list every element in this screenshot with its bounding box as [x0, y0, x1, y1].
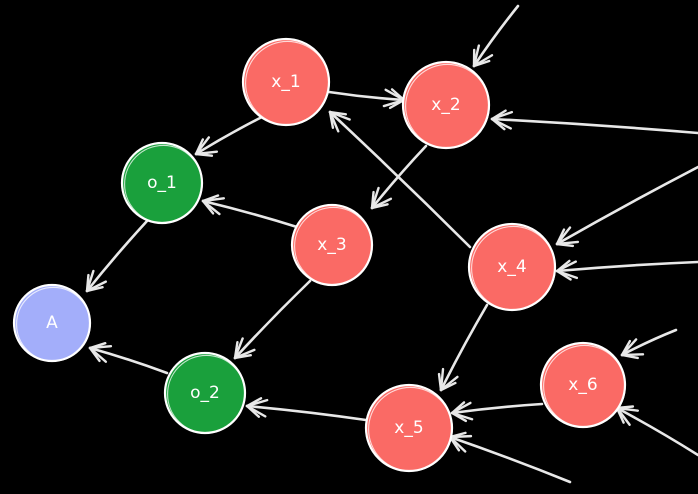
graph-edge — [555, 259, 698, 281]
graph-edge — [555, 165, 698, 248]
edge-arrowhead — [88, 341, 107, 350]
edge-arrowhead — [555, 259, 571, 273]
node-outline-sketch — [167, 354, 246, 434]
node-outline-sketch — [405, 63, 490, 149]
edge-arrowhead — [233, 340, 239, 360]
edge-arrowhead — [201, 194, 220, 203]
graph-node-o_1[interactable]: o_1 — [120, 141, 204, 225]
graph-node-x_4[interactable]: x_4 — [467, 222, 557, 312]
node-circle[interactable] — [467, 222, 557, 312]
graph-node-x_1[interactable]: x_1 — [241, 37, 331, 127]
edge-line — [233, 279, 312, 360]
edge-arrowhead — [370, 190, 375, 210]
edge-arrowhead — [439, 381, 457, 392]
edge-arrowhead — [620, 339, 632, 357]
node-circle[interactable] — [241, 37, 331, 127]
graph-edge — [245, 397, 368, 422]
edge-line — [615, 406, 698, 457]
edge-line — [472, 4, 520, 68]
edge-line — [448, 435, 572, 484]
edge-line — [620, 328, 678, 357]
edge-line — [201, 199, 299, 229]
edge-arrowhead — [490, 117, 506, 131]
edge-arrowhead — [328, 110, 335, 129]
edge-arrowhead — [437, 372, 443, 392]
edge-arrowhead — [472, 59, 491, 68]
edge-arrowhead — [555, 228, 566, 246]
node-outline-sketch — [471, 225, 556, 311]
node-circle[interactable] — [364, 383, 454, 473]
edge-arrowhead — [450, 411, 468, 423]
graph-node-x_2[interactable]: x_2 — [401, 60, 491, 150]
edge-line — [327, 90, 406, 102]
edge-arrowhead — [615, 406, 625, 424]
node-circle[interactable] — [120, 141, 204, 225]
graph-node-x_6[interactable]: x_6 — [539, 341, 627, 429]
edge-arrowhead — [194, 152, 214, 157]
graph-node-o_2[interactable]: o_2 — [163, 351, 247, 435]
graph-edge — [437, 303, 489, 392]
edge-arrowhead — [370, 203, 389, 210]
node-outline-sketch — [543, 344, 626, 428]
graph-edge — [201, 194, 299, 229]
graph-edge — [615, 405, 698, 457]
edge-arrowhead — [450, 401, 466, 415]
graph-node-x_3[interactable]: x_3 — [290, 203, 374, 287]
edge-line — [245, 404, 368, 422]
graph-edge — [490, 109, 698, 135]
edge-arrowhead — [245, 404, 261, 418]
edge-arrowhead — [490, 109, 507, 121]
edge-arrowhead — [388, 98, 406, 110]
edge-arrowhead — [201, 199, 215, 215]
graph-node-A[interactable]: A — [12, 283, 92, 363]
node-circle[interactable] — [401, 60, 491, 150]
edge-line — [194, 115, 264, 156]
edge-arrowhead — [328, 110, 348, 116]
graph-edge — [233, 279, 312, 360]
graph-edge — [88, 341, 169, 375]
node-outline-sketch — [294, 206, 373, 286]
edge-line — [85, 219, 149, 293]
edge-line — [555, 165, 698, 246]
edge-line — [450, 402, 544, 415]
graph-edge — [620, 328, 678, 360]
edge-arrowhead — [85, 273, 90, 293]
edge-arrowhead — [555, 269, 572, 281]
graph-edge — [194, 115, 264, 157]
edge-line — [328, 110, 472, 249]
edge-line — [439, 303, 489, 392]
edge-arrowhead — [555, 242, 575, 248]
graph-edge — [85, 219, 149, 293]
node-circle[interactable] — [163, 351, 247, 435]
graph-edge — [327, 88, 406, 110]
graph-edge — [448, 431, 572, 484]
node-circle[interactable] — [12, 283, 92, 363]
node-outline-sketch — [16, 286, 91, 362]
edge-arrowhead — [390, 88, 406, 102]
edge-arrowhead — [620, 353, 639, 360]
edge-arrowhead — [194, 138, 205, 156]
graph-edge — [472, 4, 520, 68]
node-outline-sketch — [245, 40, 330, 126]
node-outline-sketch — [124, 144, 203, 224]
edge-line — [555, 260, 698, 273]
node-circle[interactable] — [290, 203, 374, 287]
edge-line — [88, 346, 169, 375]
edge-line — [490, 117, 698, 135]
edge-arrowhead — [448, 431, 467, 439]
graph-edge — [450, 401, 544, 423]
edge-layer — [85, 4, 698, 484]
edge-arrowhead — [88, 346, 101, 363]
node-outline-sketch — [368, 386, 453, 472]
edge-arrowhead — [233, 353, 252, 360]
graph-node-x_5[interactable]: x_5 — [364, 383, 454, 473]
node-circle[interactable] — [539, 341, 627, 429]
edge-arrowhead — [245, 397, 263, 408]
graph-edge — [328, 110, 472, 249]
node-layer: x_1 x_2 x_3 x_4x_5 x_6 o_1 o_2 A — [12, 37, 627, 473]
edge-arrowhead — [85, 285, 104, 293]
